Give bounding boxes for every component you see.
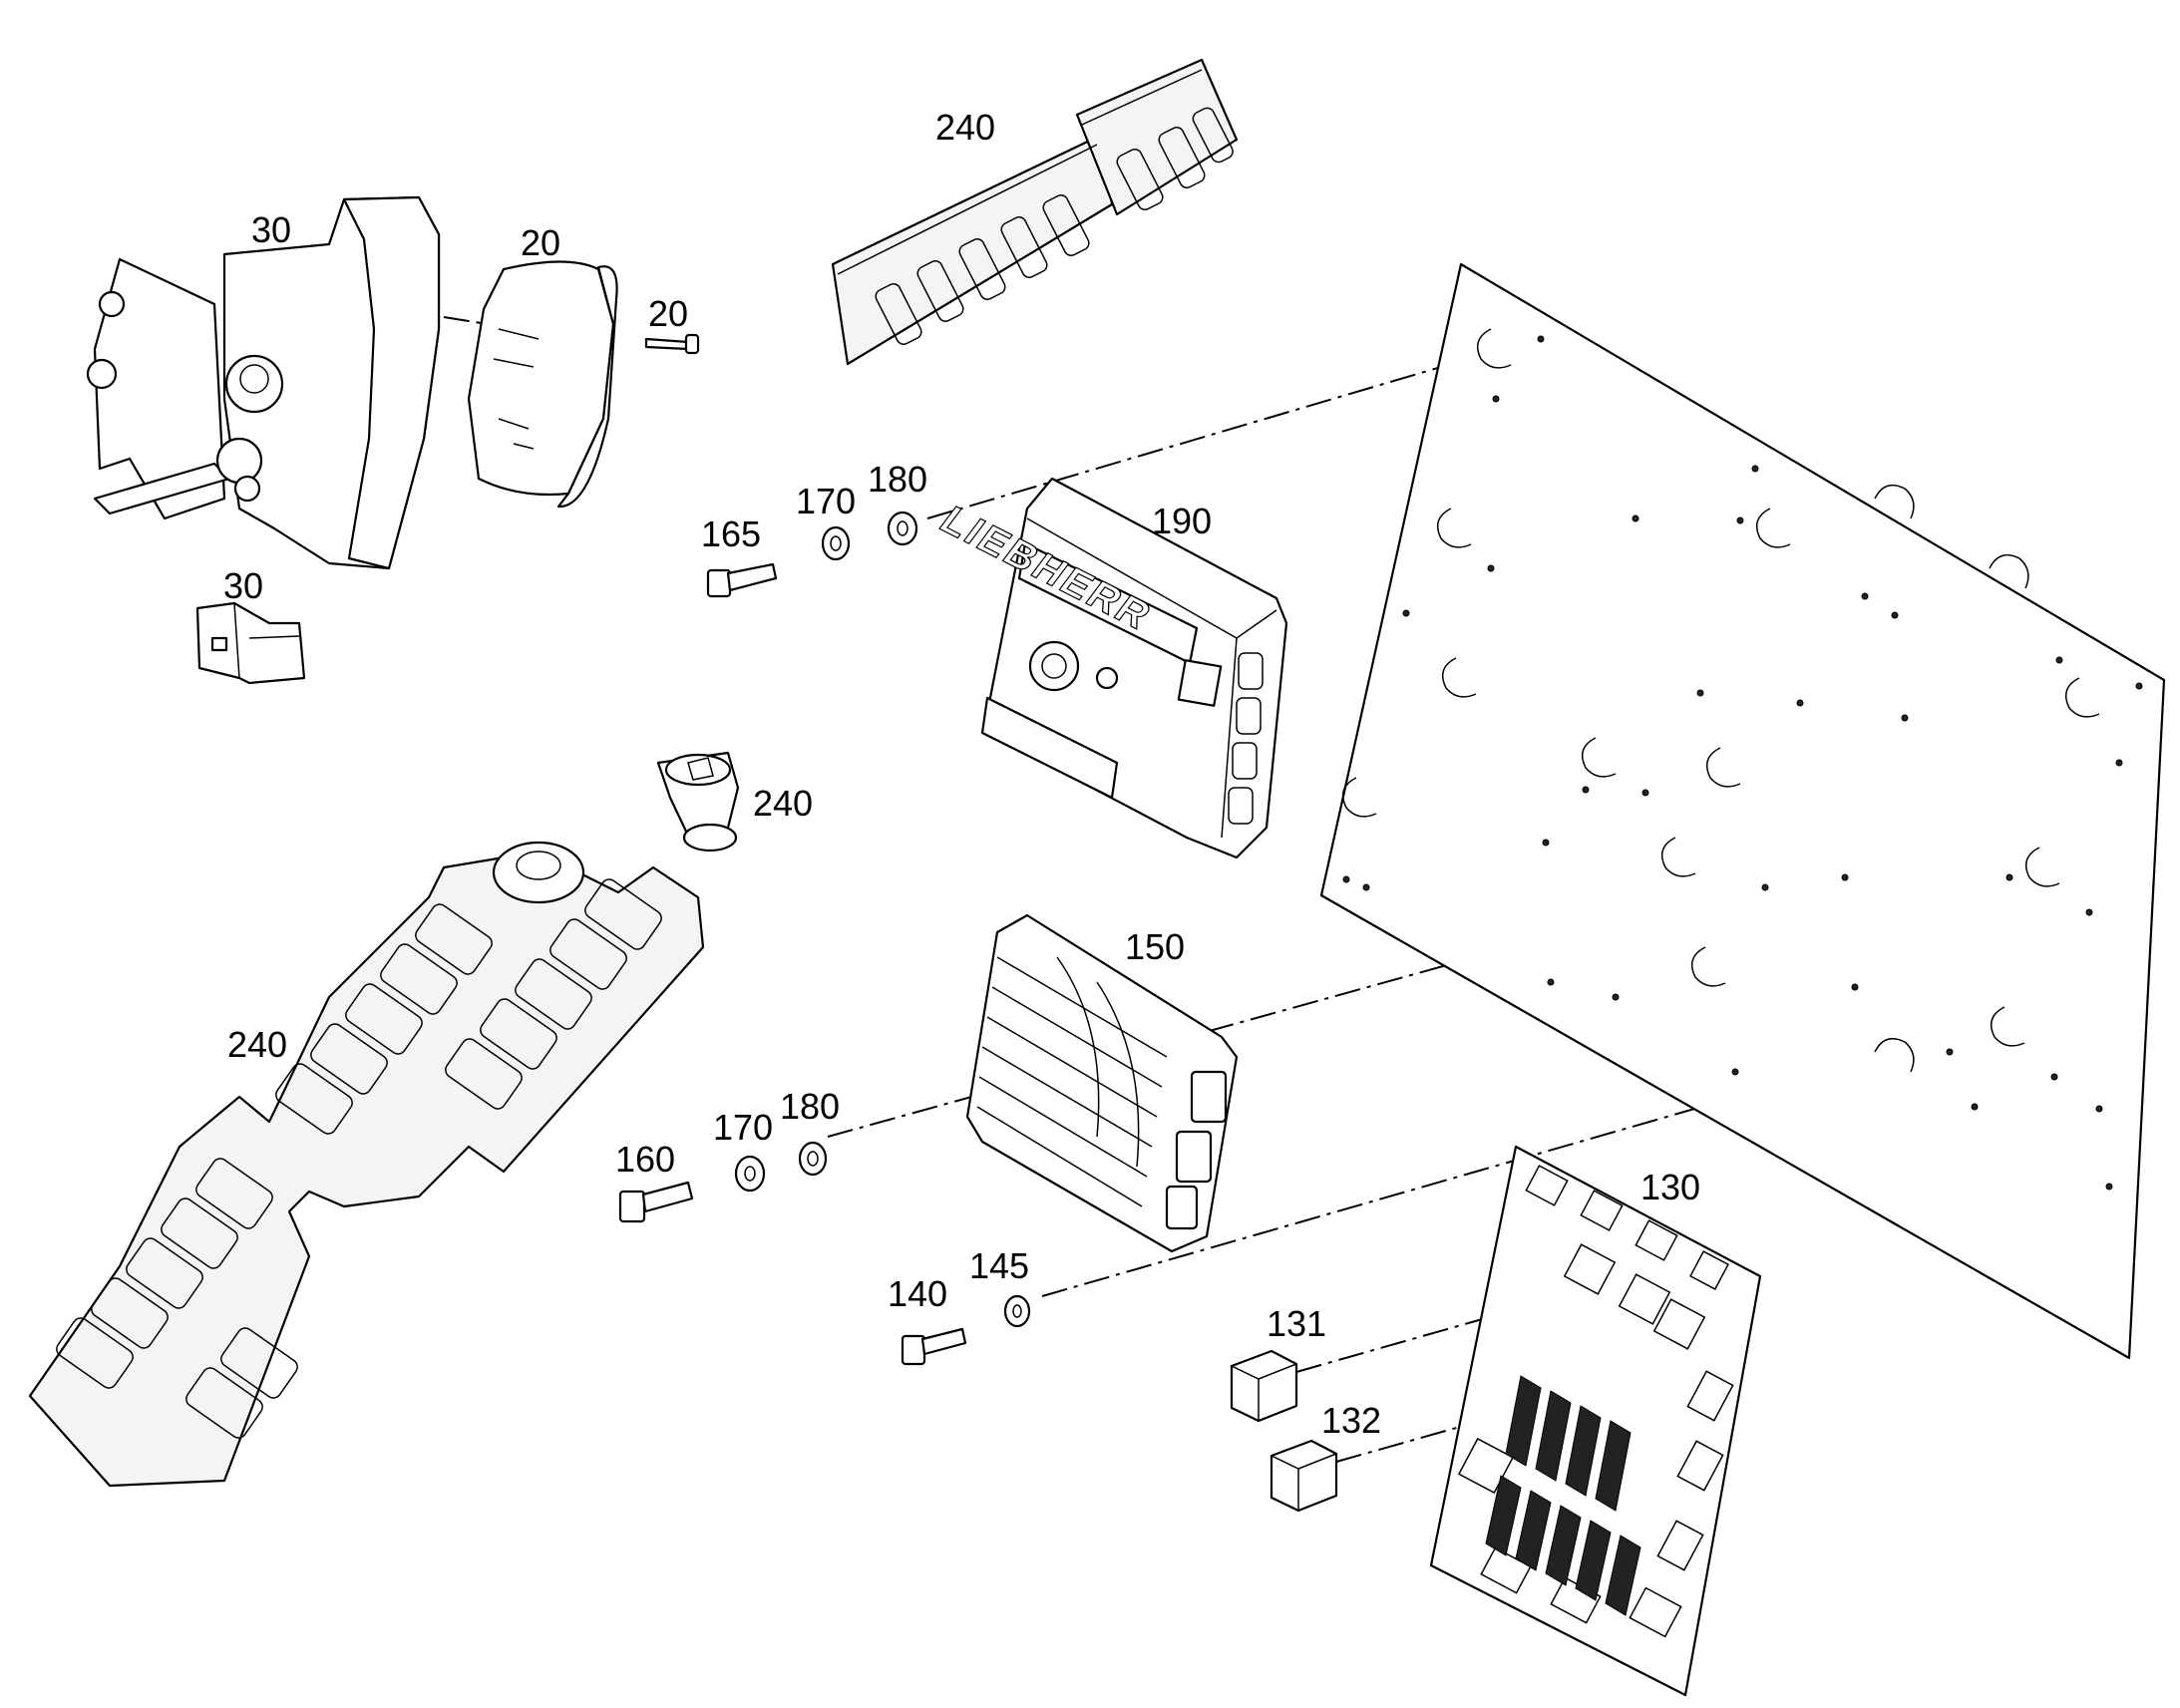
left-panel-knob (492, 841, 585, 904)
callout-170-b: 170 (713, 1107, 773, 1148)
top-panel-rockers (875, 107, 1234, 345)
unit-190-label (980, 696, 1119, 800)
callout-150: 150 (1125, 926, 1185, 967)
ecu-150-connectors (1165, 1070, 1228, 1230)
ecu-150-body (965, 913, 1239, 1253)
housing-screw-a (98, 290, 126, 318)
relay-132 (1270, 1439, 1338, 1513)
mounting-plate (1319, 262, 2166, 1360)
mounting-plate-outline (1319, 262, 2166, 1360)
bolt-165-head (706, 568, 732, 598)
left-panel-rockers (56, 878, 662, 1439)
plate-holes (1342, 335, 2143, 1191)
washer-170-a (821, 525, 851, 561)
callout-160: 160 (615, 1139, 675, 1180)
bolt-160-head (618, 1190, 646, 1223)
bolt-140-head (901, 1334, 926, 1366)
callout-20-a: 20 (521, 222, 560, 263)
top-panel-body-right (1075, 58, 1239, 216)
callout-240-mid: 240 (753, 783, 813, 824)
clip-30 (195, 601, 306, 685)
ecu-150 (965, 913, 1239, 1253)
relay-131 (1230, 1349, 1298, 1423)
board-130-relay-bank (1485, 1375, 1641, 1616)
callout-240-left: 240 (227, 1024, 287, 1065)
bezel-ring-flange (556, 265, 618, 509)
fasteners-upper (706, 511, 918, 598)
bezel-ring (467, 260, 618, 509)
callout-170-a: 170 (796, 481, 856, 521)
unit-190-connectors (1228, 652, 1264, 825)
plate-clips (1341, 328, 2100, 1073)
washer-180-a (887, 511, 918, 546)
callout-145: 145 (969, 1245, 1029, 1286)
callout-20-b: 20 (648, 293, 688, 334)
callout-190: 190 (1152, 501, 1212, 541)
leader-190-to-plate (926, 338, 1537, 519)
ecu-150-fins (976, 956, 1168, 1207)
top-panel-body-left (831, 133, 1114, 366)
bolt-140-shank (920, 1327, 967, 1356)
top-switch-panel (831, 58, 1239, 366)
callout-240-top: 240 (935, 107, 995, 148)
callout-labels: 240 30 20 20 30 165 170 180 190 240 150 … (223, 107, 1700, 1441)
bolt-165-shank (726, 562, 778, 592)
housing-screw-b (86, 358, 118, 390)
unit-190-dial (1028, 640, 1080, 692)
socket-240 (656, 751, 740, 853)
callout-180-b: 180 (780, 1086, 840, 1127)
housing-front-face (342, 195, 441, 570)
left-panel-body (28, 855, 705, 1488)
callout-131: 131 (1267, 1303, 1326, 1344)
callout-30-bottom: 30 (223, 565, 263, 606)
washer-180-b (798, 1141, 828, 1177)
display-housing (86, 195, 441, 570)
housing-knob (224, 354, 284, 414)
callout-132: 132 (1321, 1400, 1381, 1441)
board-130-components (1457, 1165, 1734, 1638)
bolt-160-shank (641, 1181, 694, 1213)
control-unit-190: LIEBHERR (931, 477, 1288, 859)
callout-140: 140 (888, 1273, 947, 1314)
callout-165: 165 (701, 513, 761, 554)
washer-170-b (734, 1155, 766, 1193)
callout-30-top: 30 (251, 209, 291, 250)
fasteners-lower (618, 1141, 828, 1223)
circuit-board-130 (1429, 1145, 1762, 1697)
screw-20 (644, 333, 700, 355)
washer-145 (1003, 1294, 1031, 1328)
callout-180-a: 180 (868, 459, 927, 500)
fasteners-bottom (901, 1294, 1031, 1366)
callout-130: 130 (1640, 1167, 1700, 1207)
left-switch-panel (28, 841, 705, 1488)
